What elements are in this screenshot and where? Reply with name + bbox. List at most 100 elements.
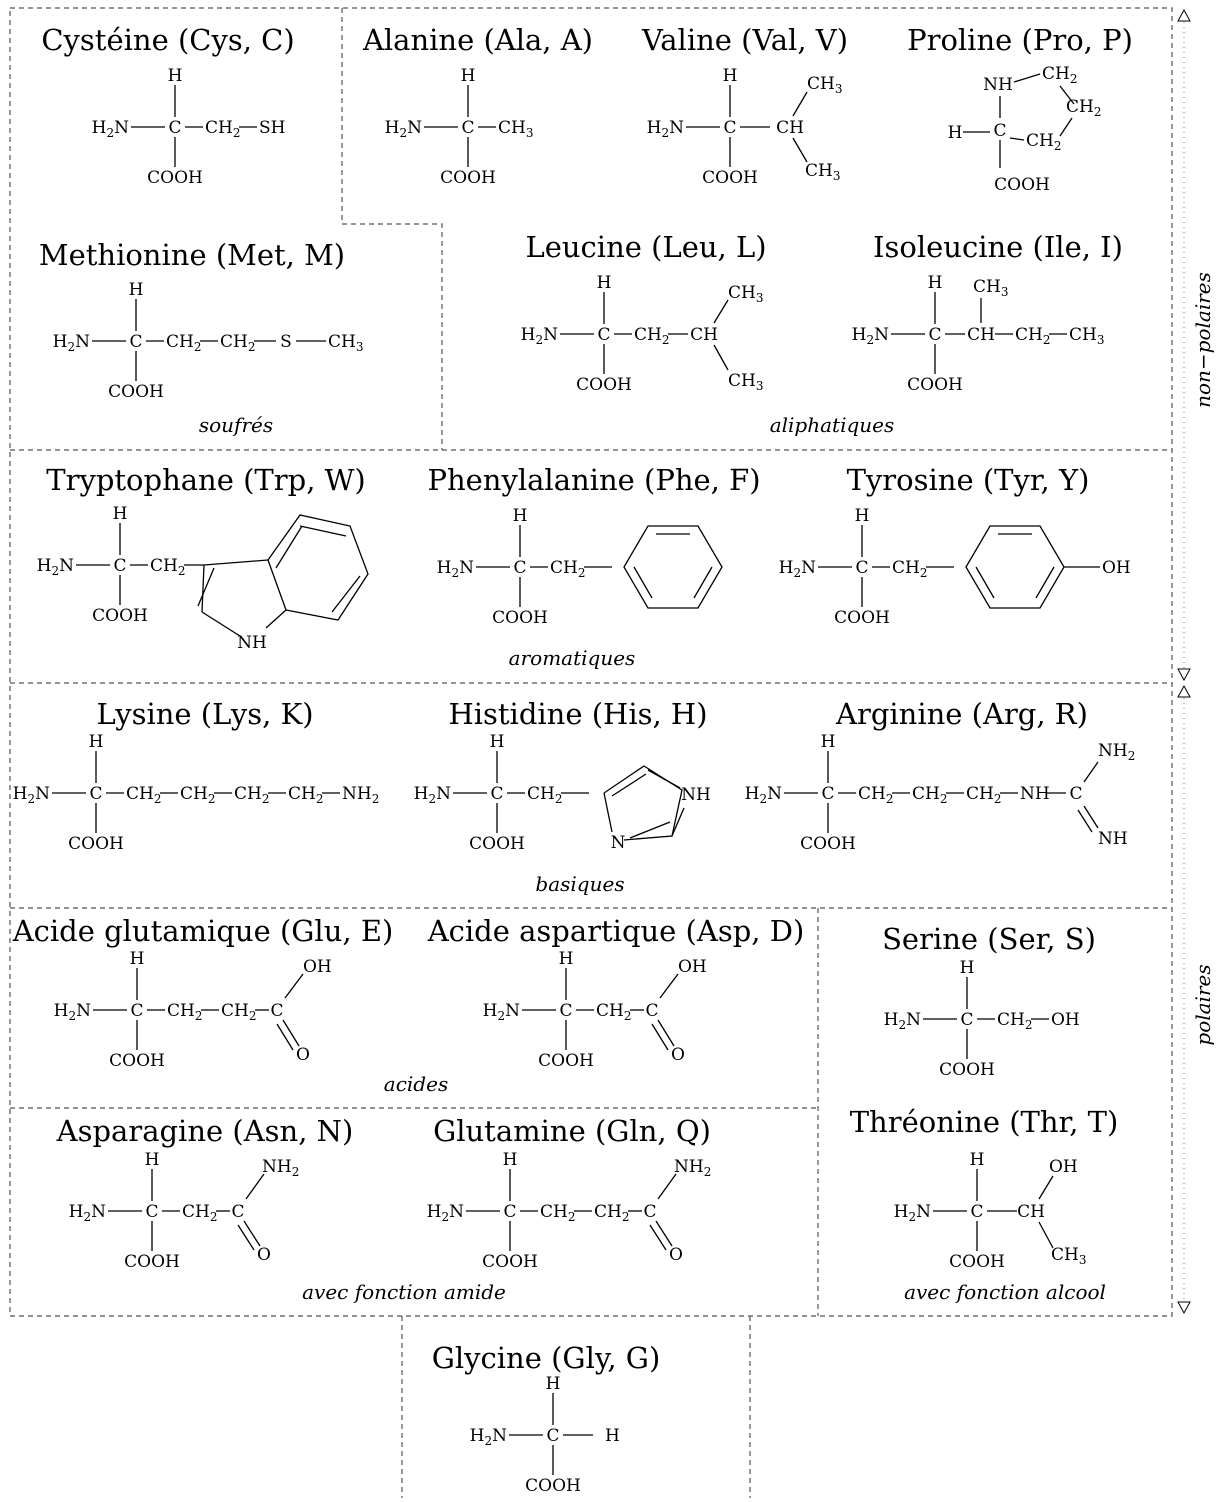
atom-label: COOH bbox=[525, 1476, 581, 1496]
ring-bond bbox=[267, 514, 369, 621]
bond bbox=[629, 821, 671, 839]
name-threonine: Thréonine (Thr, T) bbox=[850, 1105, 1119, 1139]
atom-label: H2N bbox=[647, 118, 684, 140]
atom-label: H bbox=[597, 273, 612, 293]
atom-label: COOH bbox=[68, 834, 124, 854]
atom-label: CH bbox=[690, 325, 718, 345]
category-aliphatic: aliphatiques bbox=[770, 413, 895, 437]
atom-label: C bbox=[113, 556, 126, 576]
bond bbox=[651, 1023, 669, 1051]
atom-label: COOH bbox=[147, 168, 203, 188]
bond bbox=[657, 1019, 675, 1047]
name-tryptophan: Tryptophane (Trp, W) bbox=[46, 463, 366, 497]
atom-label: C bbox=[503, 1202, 516, 1222]
polar-label: polaires bbox=[1191, 964, 1215, 1045]
atom-label: C bbox=[645, 1001, 658, 1021]
bond bbox=[265, 609, 287, 629]
atom-label: CH2 bbox=[126, 784, 161, 806]
atom-label: COOH bbox=[482, 1252, 538, 1272]
atom-label: H2N bbox=[53, 332, 90, 354]
bond bbox=[1077, 809, 1093, 833]
atom-label: H2N bbox=[69, 1202, 106, 1224]
bond bbox=[201, 611, 241, 637]
category-basic: basiques bbox=[535, 872, 624, 896]
side-axis: non−polaires polaires bbox=[1177, 8, 1215, 1315]
atom-label: H2N bbox=[521, 325, 558, 347]
name-arginine: Arginine (Arg, R) bbox=[835, 697, 1088, 731]
atom-label: C bbox=[597, 325, 610, 345]
atom-label: H2N bbox=[852, 325, 889, 347]
atom-label: H2N bbox=[437, 558, 474, 580]
atom-label: COOH bbox=[576, 375, 632, 395]
atom-label: CH2 bbox=[234, 784, 269, 806]
category-aromatic: aromatiques bbox=[509, 646, 636, 670]
atom-label: H2N bbox=[54, 1001, 91, 1023]
category-amide: avec fonction amide bbox=[302, 1280, 506, 1304]
atom-label: COOH bbox=[907, 375, 963, 395]
atom-label: C bbox=[130, 1001, 143, 1021]
bond bbox=[245, 1173, 265, 1200]
bond bbox=[267, 559, 287, 611]
atom-label: C bbox=[168, 118, 181, 138]
down-arrow-icon bbox=[1177, 668, 1191, 682]
atom-label: NH bbox=[1020, 784, 1050, 804]
atom-label: H bbox=[461, 66, 476, 86]
atom-label: C bbox=[145, 1202, 158, 1222]
non-polar-label: non−polaires bbox=[1191, 272, 1215, 408]
name-glycine: Glycine (Gly, G) bbox=[432, 1341, 661, 1375]
atom-label: CH2 bbox=[550, 558, 585, 580]
atom-label: O bbox=[257, 1245, 271, 1265]
atom-label: C bbox=[1069, 784, 1082, 804]
name-isoleucine: Isoleucine (Ile, I) bbox=[873, 230, 1123, 264]
atom-label: CH2 bbox=[527, 784, 562, 806]
bond bbox=[671, 807, 685, 837]
atom-label: H bbox=[960, 958, 975, 978]
up-arrow-icon bbox=[1177, 8, 1191, 22]
bond bbox=[284, 973, 304, 999]
atom-label: NH bbox=[681, 785, 711, 805]
atom-label: COOH bbox=[469, 834, 525, 854]
atom-label: CH2 bbox=[1026, 131, 1061, 153]
atom-label: CH bbox=[776, 118, 804, 138]
atom-label: H bbox=[130, 949, 145, 969]
atom-label: COOH bbox=[949, 1252, 1005, 1272]
atom-label: CH3 bbox=[1051, 1245, 1086, 1267]
bond bbox=[1035, 566, 1055, 599]
atom-label: H2N bbox=[745, 784, 782, 806]
bond bbox=[603, 792, 613, 833]
atom-label: C bbox=[270, 1001, 283, 1021]
names: Cystéine (Cys, C) Alanine (Ala, A) Valin… bbox=[12, 23, 1133, 1375]
atom-label: C bbox=[129, 332, 142, 352]
atom-label: H bbox=[970, 1150, 985, 1170]
atom-label: CH2 bbox=[166, 332, 201, 354]
atom-label: SH bbox=[259, 118, 285, 138]
name-aspartic-acid: Acide aspartique (Asp, D) bbox=[427, 914, 805, 948]
atom-label: CH2 bbox=[1015, 325, 1050, 347]
atom-label: H2N bbox=[13, 784, 50, 806]
ring-bond bbox=[203, 559, 269, 566]
category-labels: soufrés aliphatiques aromatiques basique… bbox=[199, 413, 1106, 1304]
atom-label: H bbox=[513, 506, 528, 526]
atom-label: H bbox=[89, 732, 104, 752]
category-acidic: acides bbox=[384, 1072, 448, 1096]
bond bbox=[713, 299, 729, 324]
atom-label: CH3 bbox=[728, 283, 763, 305]
atom-label: H2N bbox=[884, 1010, 921, 1032]
name-phenylalanine: Phenylalanine (Phe, F) bbox=[427, 463, 760, 497]
category-sulfur: soufrés bbox=[199, 413, 273, 437]
atom-label: H2N bbox=[779, 558, 816, 580]
atom-label: H2N bbox=[470, 1426, 507, 1448]
bond bbox=[693, 566, 713, 599]
atom-label: OH bbox=[303, 957, 332, 977]
atom-label: NH bbox=[237, 633, 267, 653]
